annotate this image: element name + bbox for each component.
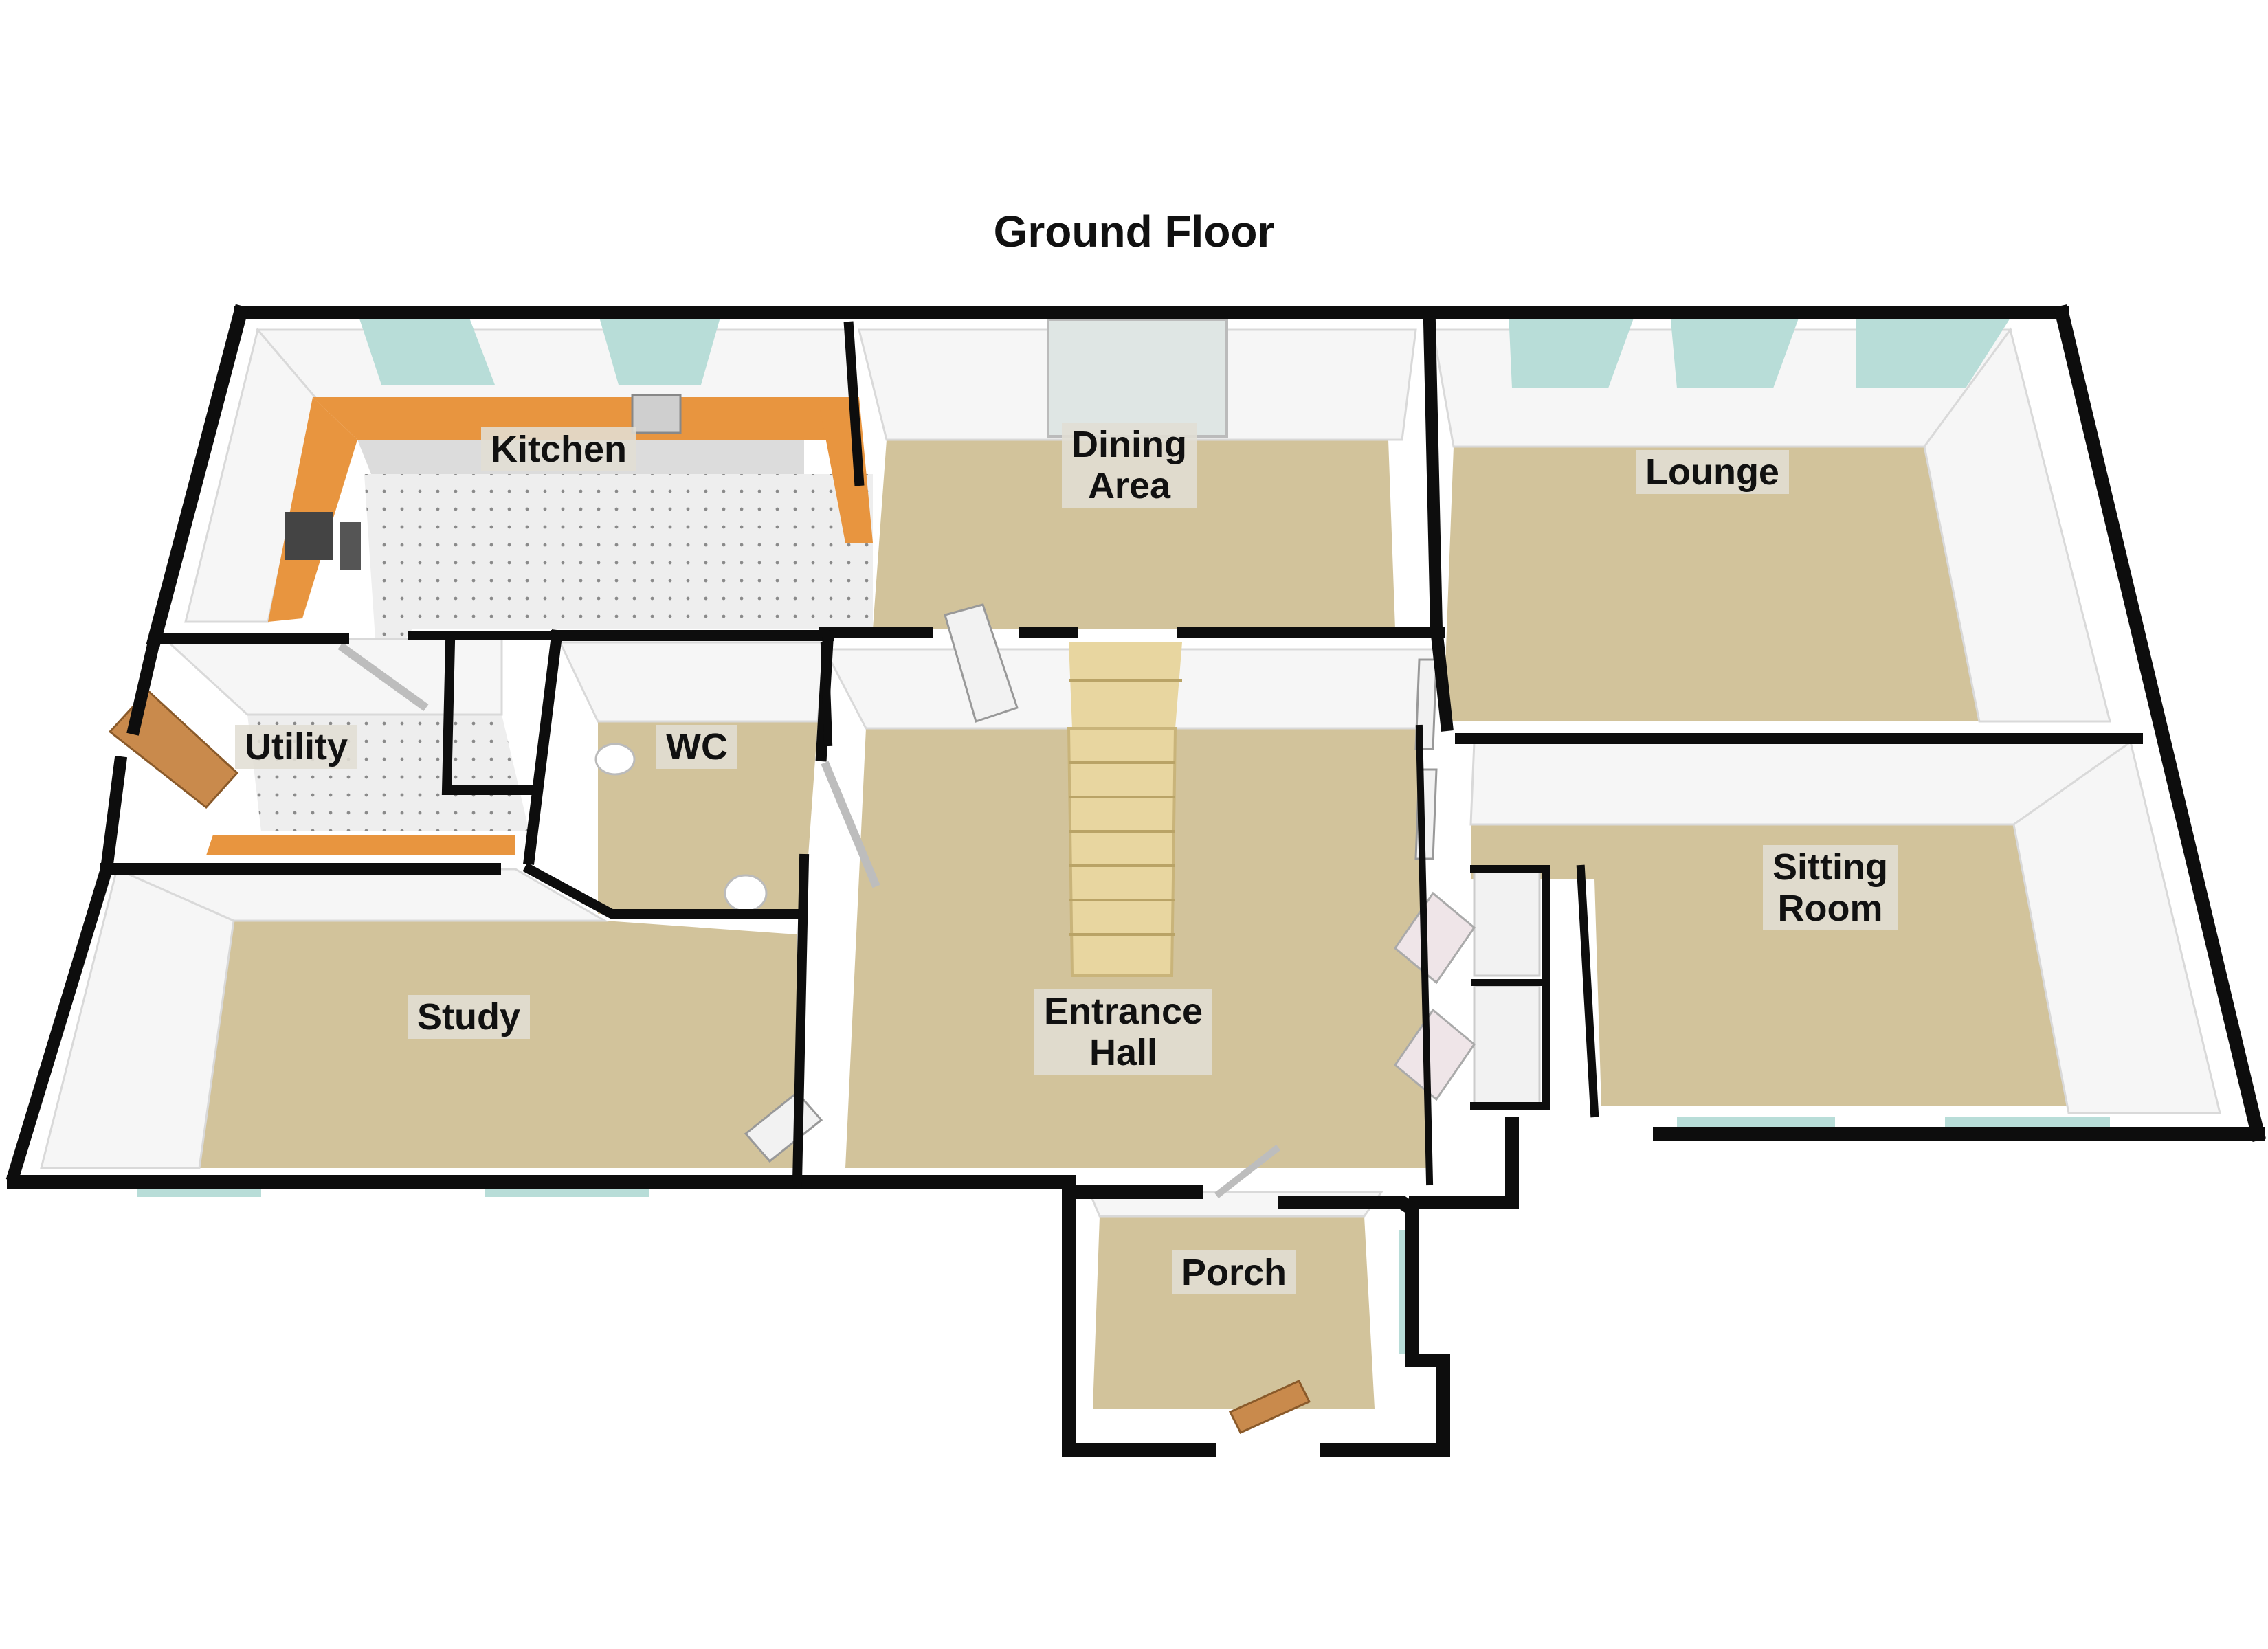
utility-worktop — [206, 835, 515, 855]
wc-floor — [598, 721, 818, 914]
room-label-sitting-room: Sitting Room — [1763, 845, 1898, 930]
kitchen-back-wall — [255, 328, 854, 400]
hall-cupboard-2 — [1473, 985, 1541, 1108]
porch-inner-door — [1214, 1145, 1281, 1198]
utility-right-wall — [441, 637, 534, 795]
cupboard-door-2 — [1393, 1008, 1476, 1101]
lounge-window-3 — [1856, 313, 2014, 388]
kitchen-dining-divider — [843, 321, 865, 486]
room-label-porch: Porch — [1172, 1250, 1297, 1294]
worktop-left — [268, 397, 357, 622]
dining-french-doors — [1047, 318, 1228, 438]
hall-cupboard-1 — [1473, 868, 1541, 977]
lounge-right-wall — [1923, 327, 2111, 723]
study-left-wall — [40, 867, 235, 1169]
wc-left-wall — [523, 629, 563, 865]
study-floor — [199, 921, 797, 1168]
kitchen-window-2 — [598, 313, 722, 385]
sitting-right-wall — [2012, 740, 2221, 1114]
toilet — [724, 874, 768, 912]
kitchen-utility-door — [337, 642, 429, 711]
windows — [137, 313, 2110, 1354]
porch-walls — [1062, 1175, 1216, 1457]
sink — [631, 394, 682, 434]
room-label-kitchen: Kitchen — [481, 427, 637, 471]
walls — [5, 304, 2267, 1457]
utility-back-wall — [162, 638, 503, 716]
utility-external-door — [108, 688, 239, 809]
stairs-upper — [1069, 642, 1182, 728]
study-hall-wall — [792, 853, 810, 1187]
kitchen-floor — [364, 474, 873, 680]
left-wall-mid — [126, 631, 162, 736]
bottom-wall-mid — [1409, 1117, 1519, 1209]
stairs — [1067, 727, 1177, 977]
hall-right-wall — [1415, 724, 1434, 1186]
wc-bottom-wall — [522, 862, 802, 919]
cupboard-walls — [1470, 865, 1550, 1110]
room-label-lounge: Lounge — [1636, 450, 1789, 494]
wc-basin — [594, 743, 636, 776]
hall-wc-wall — [820, 641, 833, 747]
porch-walls-right — [1278, 1196, 1450, 1457]
room-label-utility: Utility — [235, 725, 358, 769]
dining-door — [944, 603, 1019, 723]
sitting-room-floor — [1471, 824, 2069, 1106]
fixtures — [594, 743, 1541, 1108]
lounge-window-1 — [1509, 313, 1636, 388]
wc-back-wall — [558, 641, 826, 723]
hob — [285, 512, 333, 560]
room-label-study: Study — [408, 995, 531, 1039]
left-wall-upper — [146, 304, 249, 648]
porch-floor — [1093, 1216, 1375, 1409]
room-label-wc: WC — [656, 725, 737, 769]
room-label-entrance-hall: Entrance Hall — [1034, 989, 1213, 1075]
worktop-back — [313, 397, 859, 440]
lounge-floor — [1443, 447, 1979, 721]
lounge-window-2 — [1670, 313, 1801, 388]
wc-door — [821, 761, 880, 888]
room-label-dining-area: Dining Area — [1062, 423, 1197, 508]
dining-floor — [873, 440, 1395, 629]
staircase — [1067, 642, 1182, 977]
porch-front-door — [1228, 1380, 1311, 1434]
oven — [340, 522, 361, 570]
sitting-left-wall — [1576, 864, 1599, 1118]
right-wall — [2053, 304, 2267, 1143]
kitchen-window-1 — [357, 313, 495, 385]
plan-title: Ground Floor — [993, 207, 1275, 256]
